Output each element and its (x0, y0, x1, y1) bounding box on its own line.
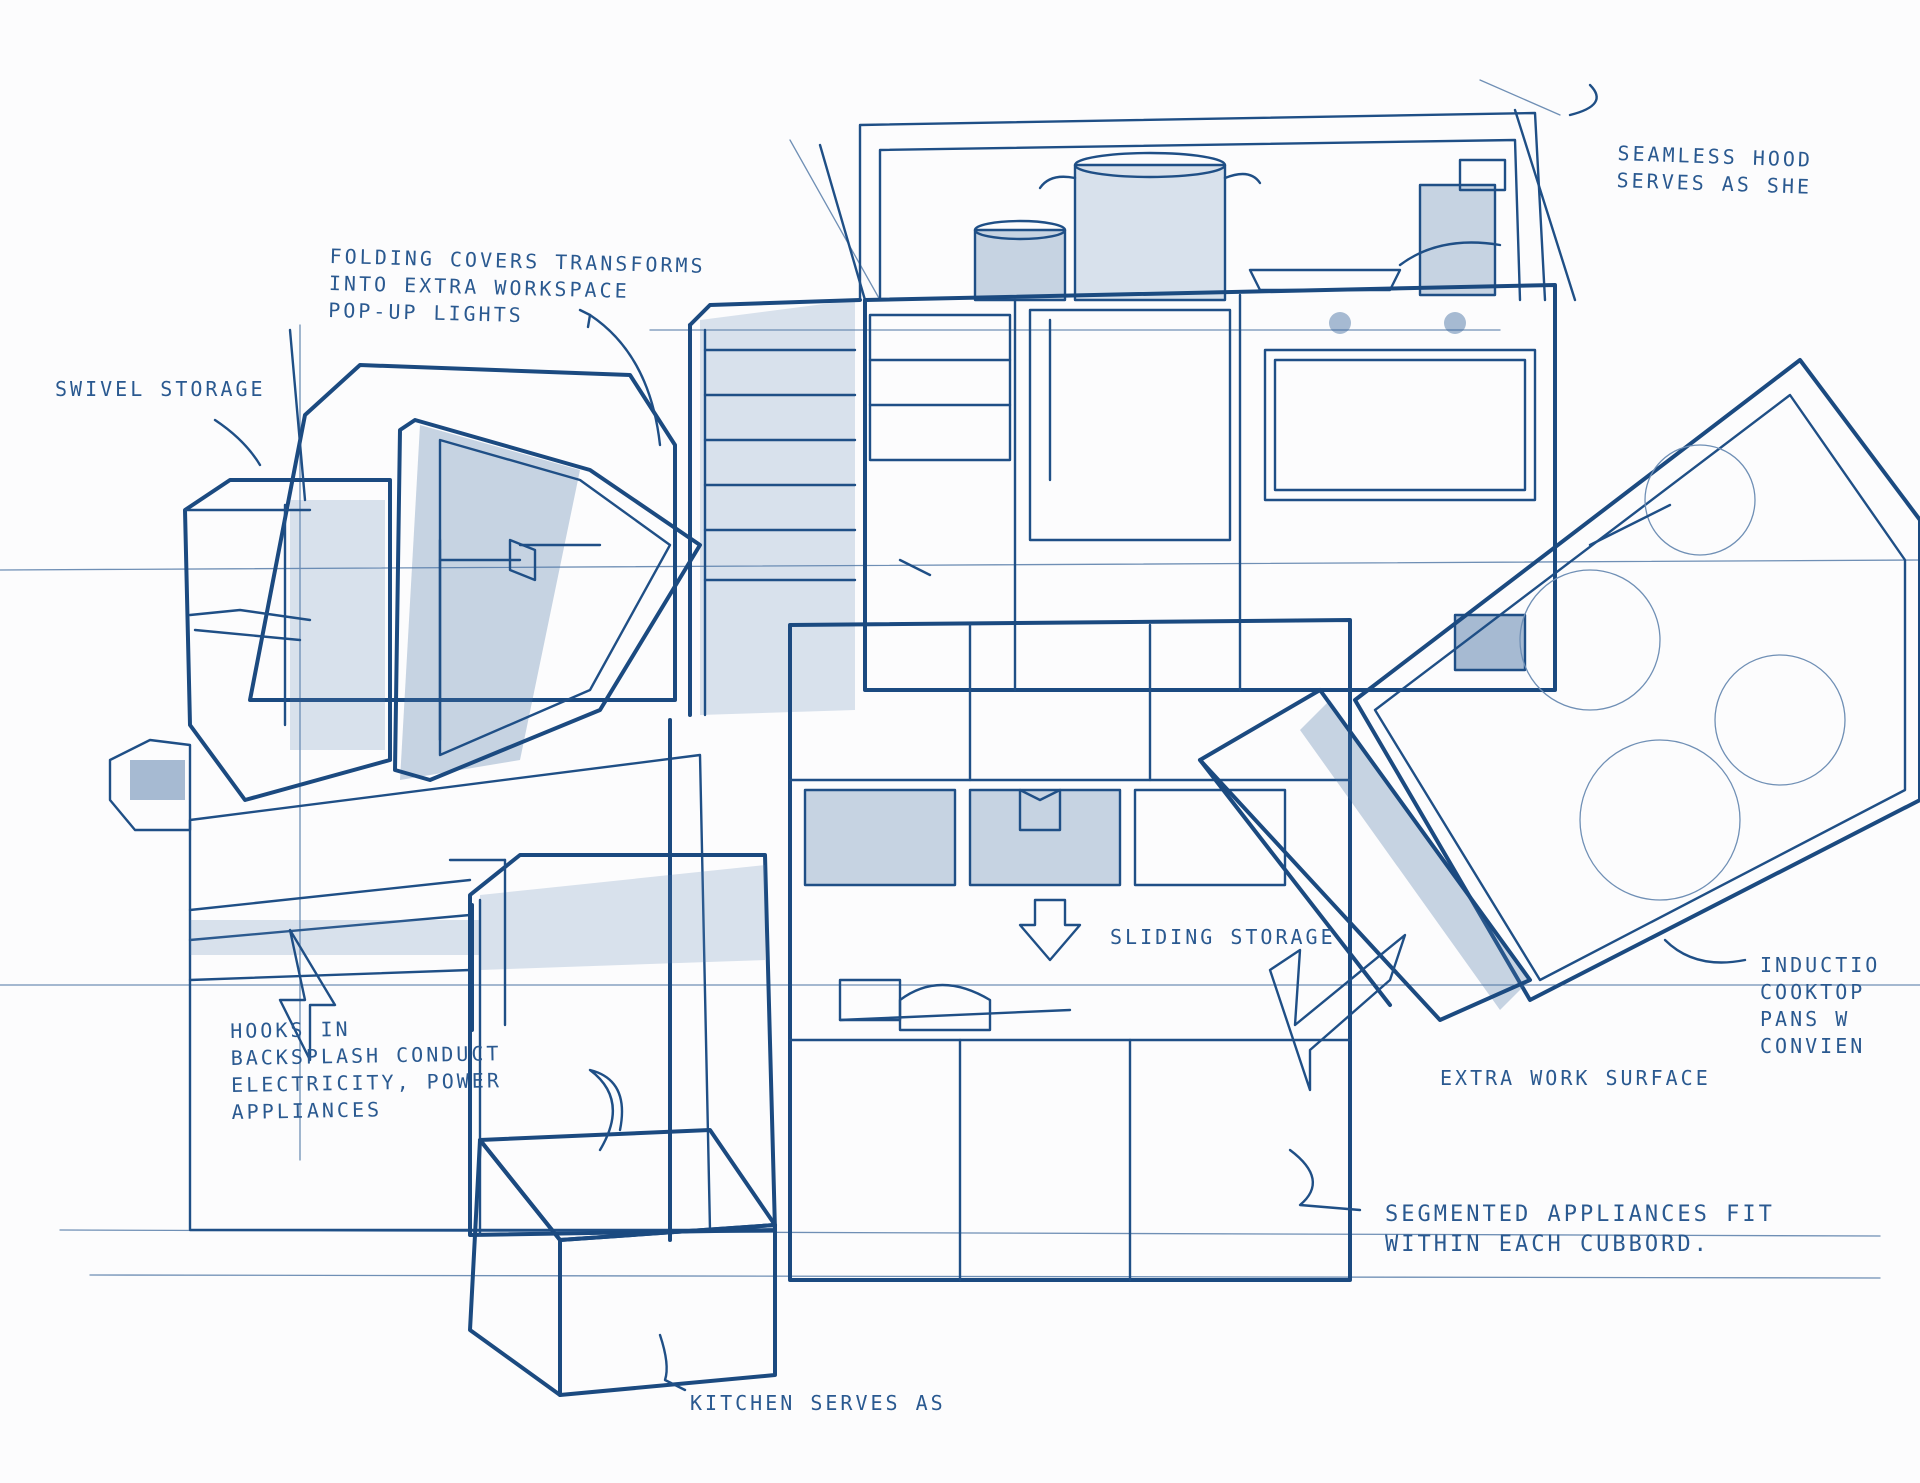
label-seamless-hood: Seamless hood serves as she (1616, 140, 1814, 199)
annotation-arrows (213, 83, 1747, 1392)
label-swivel-storage: Swivel storage (55, 377, 266, 401)
hood-frame (818, 108, 1577, 302)
label-segmented-appliances: Segmented appliances fit within each cub… (1385, 1202, 1775, 1257)
left-open-shelf (108, 478, 392, 832)
label-kitchen-serves: Kitchen serves as (690, 1391, 946, 1415)
main-counter-block (188, 718, 712, 1242)
pots-on-shelf (973, 151, 1507, 302)
label-induction: Inductio cooktop pans w convien (1760, 953, 1881, 1058)
swivel-storage-unit (248, 363, 702, 782)
induction-cooktop (1198, 358, 1920, 1022)
label-hooks-backsplash: Hooks in backsplash conduct electricity,… (230, 1016, 503, 1124)
sliding-storage-block (788, 618, 1352, 1282)
upper-cabinet (863, 283, 1557, 692)
label-folding-covers: Folding covers transforms into extra wor… (327, 243, 706, 328)
label-extra-work-surface: Extra work surface (1440, 1066, 1711, 1090)
front-column (448, 853, 777, 1397)
tall-side-cabinet (688, 298, 862, 717)
label-sliding-storage: Sliding storage (1110, 925, 1336, 949)
